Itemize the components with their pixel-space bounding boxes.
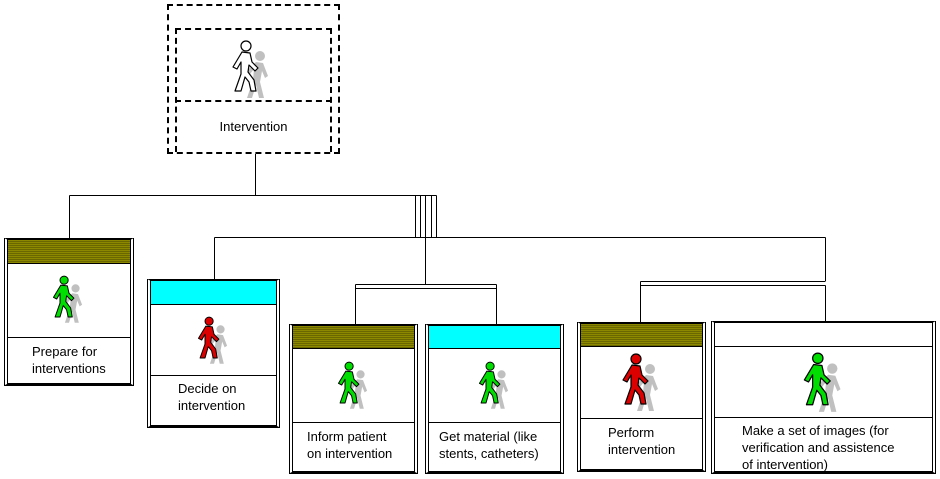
node-label: Make a set of images (for verification a… <box>715 417 932 472</box>
root-node-divider <box>175 100 332 102</box>
node-label: Decide on intervention <box>151 375 276 425</box>
person-walking-icon <box>232 40 268 98</box>
node-make-set-of-images[interactable]: Make a set of images (for verification a… <box>711 321 936 474</box>
root-node-label: Intervention <box>219 119 288 134</box>
node-label: Perform intervention <box>581 418 702 470</box>
node-perform-intervention[interactable]: Perform intervention <box>577 322 706 472</box>
node-header-band <box>581 324 702 347</box>
node-label: Inform patient on intervention <box>293 422 414 472</box>
node-decide-on-intervention[interactable]: Decide on intervention <box>147 279 280 428</box>
person-walking-icon <box>52 275 83 323</box>
node-label: Get material (like stents, catheters) <box>429 422 560 472</box>
node-header-band <box>293 326 414 349</box>
node-label: Prepare for interventions <box>8 337 130 383</box>
node-header-band <box>715 323 932 347</box>
node-header-band <box>8 240 130 264</box>
node-header-band <box>429 326 560 349</box>
person-walking-icon <box>803 352 841 412</box>
node-inform-patient[interactable]: Inform patient on intervention <box>289 324 418 474</box>
root-node-intervention[interactable]: Intervention <box>167 4 340 154</box>
person-walking-icon <box>337 361 367 409</box>
node-header-band <box>151 281 276 305</box>
person-walking-icon <box>621 353 658 411</box>
root-node-frame <box>175 28 332 152</box>
person-walking-icon <box>478 361 508 409</box>
node-get-material[interactable]: Get material (like stents, catheters) <box>425 324 564 474</box>
node-prepare-for-interventions[interactable]: Prepare for interventions <box>4 238 134 386</box>
person-walking-icon <box>197 316 227 364</box>
